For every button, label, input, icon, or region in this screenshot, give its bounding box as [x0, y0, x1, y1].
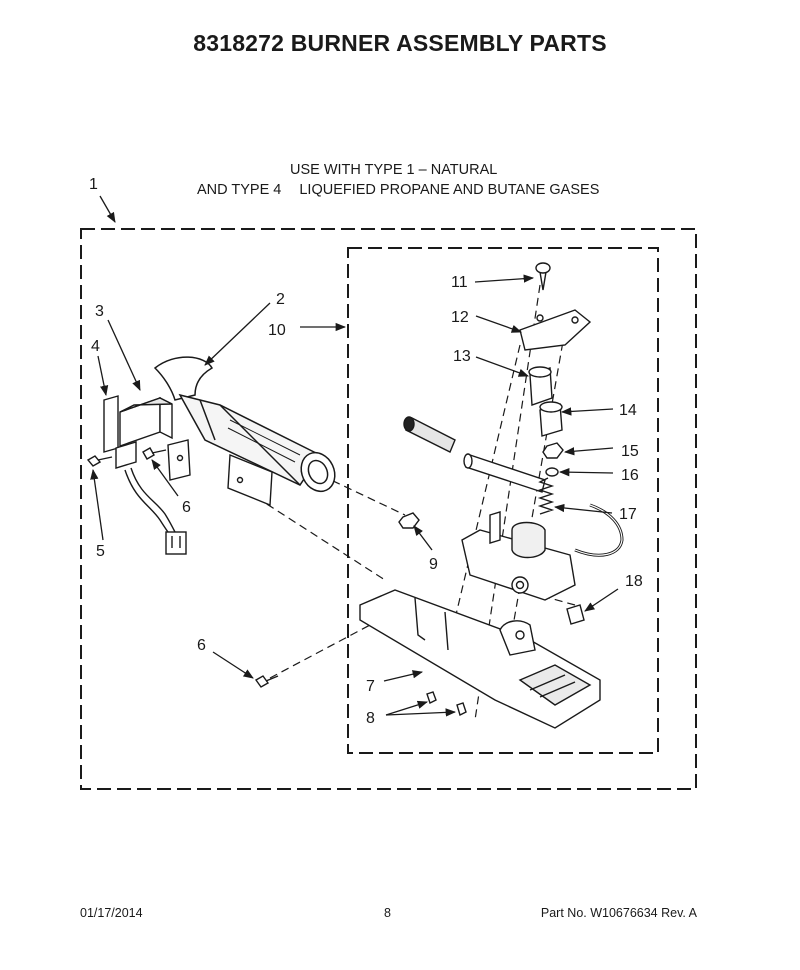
wire-connector [165, 531, 187, 555]
igniter-wires [124, 467, 177, 539]
callout-1: 1 [89, 176, 98, 193]
callout-7: 7 [366, 678, 375, 695]
callout-16: 16 [621, 467, 639, 484]
usage-gas-types: LIQUEFIED PROPANE AND BUTANE GASES [299, 182, 600, 198]
callout-6-lower: 6 [197, 637, 206, 654]
callout-3: 3 [95, 303, 104, 320]
usage-type-4: AND TYPE 4 [197, 182, 282, 198]
callout-17: 17 [619, 506, 637, 523]
burner-base-bracket [359, 589, 601, 729]
callout-6-upper: 6 [182, 499, 191, 516]
sensor-plate [227, 453, 273, 507]
callout-13: 13 [453, 348, 471, 365]
usage-line-1: USE WITH TYPE 1 – NATURAL [290, 162, 498, 178]
callout-2: 2 [276, 291, 285, 308]
nut-16 [545, 467, 559, 477]
callout-4: 4 [91, 338, 100, 355]
nut-9 [398, 512, 420, 529]
screw-8a [426, 691, 437, 704]
callout-11: 11 [451, 274, 468, 291]
coil-13 [528, 366, 553, 406]
callout-12: 12 [451, 309, 469, 326]
page-title: 8318272 BURNER ASSEMBLY PARTS [193, 30, 607, 56]
footer-date: 01/17/2014 [80, 906, 143, 920]
screw-6-lower [254, 675, 279, 688]
callout-15: 15 [621, 443, 639, 460]
footer-page-number: 8 [384, 906, 391, 920]
callout-9: 9 [429, 556, 438, 573]
screw-11 [535, 262, 551, 291]
coil-14 [539, 401, 563, 437]
gas-valve [461, 503, 624, 601]
orifice-cylinder [403, 416, 456, 453]
screw-6-upper [142, 447, 167, 460]
burner-tube [153, 356, 336, 493]
screw-5 [86, 455, 113, 467]
callout-10: 10 [268, 322, 286, 339]
usage-line-2: AND TYPE 4 LIQUEFIED PROPANE AND BUTANE G… [197, 182, 599, 198]
callout-5: 5 [96, 543, 105, 560]
callout-8: 8 [366, 710, 375, 727]
outer-assembly-box [80, 228, 697, 790]
footer-part-number: Part No. W10676634 Rev. A [540, 906, 697, 920]
burner-bracket [167, 439, 191, 481]
igniter-bracket [103, 395, 173, 469]
fitting-18 [566, 604, 585, 625]
screw-8b [456, 702, 467, 716]
coil-cover-bracket [519, 309, 592, 351]
spring [537, 477, 555, 515]
callout-leaders [90, 195, 619, 717]
callout-14: 14 [619, 402, 637, 419]
inner-valve-box [347, 247, 659, 754]
gas-inlet-tube [463, 453, 546, 493]
nut-15 [542, 442, 564, 459]
callout-18: 18 [625, 573, 643, 590]
